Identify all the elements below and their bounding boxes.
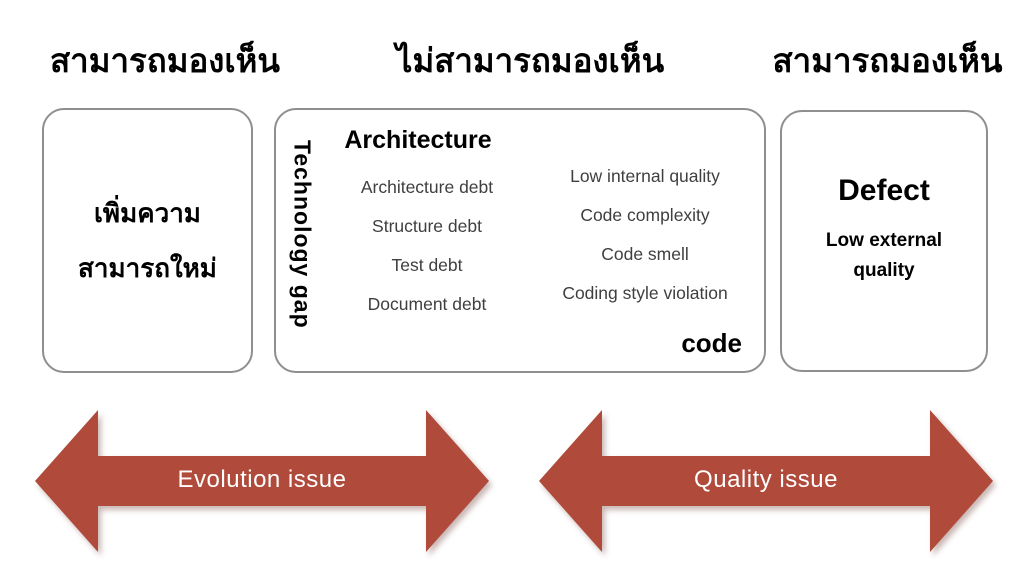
debt-item-test: Test debt [391,255,463,275]
double-arrow-shape [35,410,489,552]
architecture-heading: Architecture [344,126,492,154]
header-visible-left: สามารถมองเห็น [50,42,280,79]
double-arrow-shape [539,410,993,552]
defect-heading: Defect [838,174,930,207]
defect-box: Defect Low external quality [780,110,988,372]
evolution-issue-label: Evolution issue [177,466,347,493]
debt-item-document: Document debt [367,294,487,314]
new-capability-line-2: สามารถใหม่ [78,252,217,283]
quality-item-complexity: Code complexity [580,205,710,225]
double-arrow-icon [539,410,993,552]
technology-gap-box: Technology gap Architecture Architecture… [274,108,766,373]
evolution-issue-arrow: Evolution issue [33,407,491,555]
quality-issue-list: Low internal quality Code complexity Cod… [550,157,740,313]
debt-list: Architecture debt Structure debt Test de… [332,168,522,324]
new-capability-box: เพิ่มความ สามารถใหม่ [42,108,253,373]
defect-box-content: Defect Low external quality [782,112,986,370]
code-label: code [681,328,742,358]
technology-gap-label: Technology gap [289,140,316,329]
quality-issue-label: Quality issue [694,466,838,493]
defect-subtitle: Low external quality [825,230,943,281]
debt-item-structure: Structure debt [372,216,482,236]
header-visible-right: สามารถมองเห็น [772,42,1003,79]
debt-item-architecture: Architecture debt [360,177,494,197]
double-arrow-icon [35,410,489,552]
new-capability-text: เพิ่มความ สามารถใหม่ [44,110,251,371]
new-capability-line-1: เพิ่มความ [94,197,201,228]
quality-item-style: Coding style violation [562,283,728,303]
quality-issue-arrow: Quality issue [537,407,995,555]
quality-item-smell: Code smell [601,244,689,264]
quality-item-internal: Low internal quality [570,166,720,186]
header-invisible-center: ไม่สามารถมองเห็น [395,42,665,79]
